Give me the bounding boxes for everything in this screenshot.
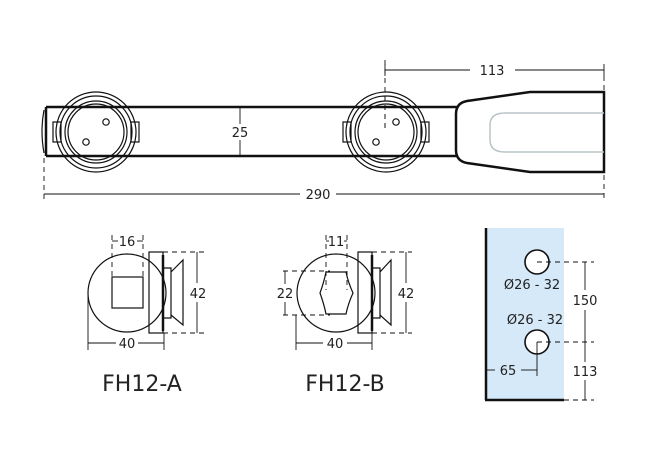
- disc: [87, 253, 167, 333]
- dim-22-label: 22: [277, 287, 294, 302]
- screw-hole-icon: [102, 118, 110, 126]
- dim-25-label: 25: [232, 126, 249, 141]
- disc: [296, 253, 376, 333]
- screw-hole-icon: [82, 138, 90, 146]
- end-grip: [454, 90, 606, 174]
- dim-113-panel-label: 113: [573, 365, 598, 380]
- fh12a-side-view: 16 42 40 FH12-A: [87, 235, 207, 397]
- dim-label-bg: [228, 124, 252, 140]
- glass-panel: [486, 228, 564, 400]
- clamp-middle: [342, 91, 430, 173]
- top-view-handle: 113 25: [41, 60, 606, 203]
- model-label-fh12a: FH12-A: [102, 372, 182, 397]
- glass-panel-drill-pattern: Ø26 - 32 Ø26 - 32 150 113 65: [484, 228, 598, 402]
- dim-42-label: 42: [398, 287, 415, 302]
- screw-hole-icon: [372, 138, 380, 146]
- dim-11-label: 11: [328, 235, 345, 250]
- dim-113-label: 113: [480, 64, 505, 79]
- dim-40-label: 40: [119, 337, 136, 352]
- fh12b-side-view: 11 22 42 40 FH12-B: [277, 235, 415, 397]
- shaped-hole-icon: [319, 271, 354, 315]
- dim-40-label: 40: [327, 337, 344, 352]
- hole-top-label: Ø26 - 32: [504, 278, 560, 293]
- clamp-left: [52, 91, 140, 173]
- dim-150-label: 150: [573, 294, 598, 309]
- dim-16-label: 16: [119, 235, 136, 250]
- dim-290-label: 290: [306, 188, 331, 203]
- screw-hole-icon: [392, 118, 400, 126]
- hole-bottom-label: Ø26 - 32: [507, 313, 563, 328]
- dim-42-label: 42: [190, 287, 207, 302]
- dim-65-label: 65: [500, 364, 517, 379]
- bar-end-cap: [41, 109, 45, 154]
- square-hole-icon: [111, 276, 144, 309]
- model-label-fh12b: FH12-B: [305, 372, 384, 397]
